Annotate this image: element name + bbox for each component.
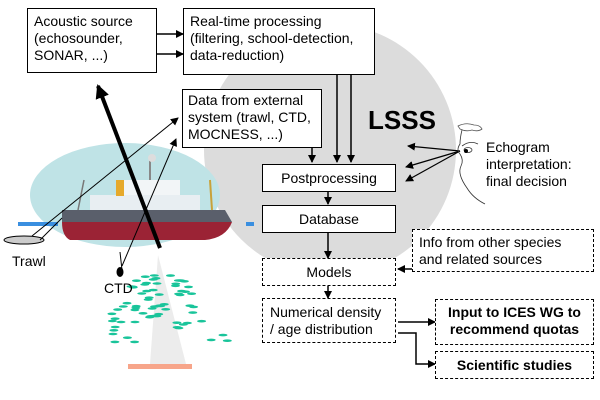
- waterline-left: [18, 222, 58, 226]
- fish: [113, 308, 123, 311]
- fish: [222, 339, 232, 343]
- external-data-box: Data from external system (trawl, CTD, M…: [182, 89, 322, 148]
- fish: [187, 292, 197, 296]
- fish: [177, 289, 187, 293]
- fish: [174, 292, 184, 296]
- fish: [126, 285, 136, 288]
- fish: [184, 285, 193, 289]
- fish: [132, 279, 141, 283]
- ices-input-box: Input to ICES WG to recommend quotas: [435, 299, 594, 345]
- face-sketch-icon: [457, 123, 486, 205]
- external-line-1: Data from external: [188, 92, 304, 108]
- lsss-label: LSSS: [368, 105, 436, 135]
- models-box: Models: [262, 258, 396, 286]
- fish: [130, 340, 140, 344]
- echogram-line-3: final decision: [486, 173, 567, 189]
- fish: [179, 280, 189, 283]
- other-info-line-2: and related sources: [419, 251, 542, 267]
- acoustic-source-box: Acoustic source (echosounder, SONAR, ...…: [27, 8, 157, 73]
- other-info-box: Info from other species and related sour…: [412, 229, 594, 272]
- numerical-line-1: Numerical density: [270, 304, 382, 320]
- scientific-studies-box: Scientific studies: [435, 351, 594, 379]
- external-line-3: MOCNESS, ...): [188, 126, 283, 142]
- numerical-density-box: Numerical density / age distribution: [262, 298, 396, 343]
- fish: [107, 312, 117, 316]
- ices-line-1: Input to ICES WG to: [448, 304, 581, 320]
- fish: [116, 320, 126, 324]
- trawl-label: Trawl: [12, 253, 46, 269]
- ices-line-2: recommend quotas: [449, 321, 580, 337]
- arrow-trawl-to-external: [31, 117, 179, 237]
- fish: [130, 320, 140, 324]
- fish: [143, 298, 153, 301]
- fish: [171, 284, 180, 288]
- arrow-eye-to-post-1: [405, 150, 461, 169]
- fish: [109, 329, 119, 332]
- fish: [171, 282, 181, 286]
- ctd-label: CTD: [104, 280, 133, 296]
- fish: [147, 307, 157, 310]
- arrow-ship-to-acoustic: [95, 84, 162, 249]
- echogram-line-1: Echogram: [486, 139, 550, 155]
- acoustic-source-line-2: (echosounder,: [34, 30, 123, 46]
- realtime-line-3: data-reduction): [190, 47, 285, 63]
- fish: [172, 326, 182, 329]
- fish: [166, 274, 175, 277]
- other-info-line-1: Info from other species: [419, 234, 562, 250]
- fish: [206, 338, 216, 342]
- database-label: Database: [299, 210, 359, 227]
- fish: [130, 308, 140, 312]
- fish-school: [107, 274, 232, 344]
- fish: [197, 319, 207, 323]
- arrow-ctd-to-external: [121, 138, 177, 267]
- fish: [107, 319, 117, 323]
- fish: [144, 296, 154, 300]
- fish: [148, 278, 158, 281]
- fish: [152, 282, 162, 285]
- fish: [218, 333, 228, 337]
- fish: [110, 317, 120, 321]
- fish: [108, 332, 118, 336]
- fish: [161, 308, 171, 311]
- fish: [178, 323, 188, 326]
- fish: [138, 312, 148, 315]
- scientific-studies-label: Scientific studies: [456, 356, 573, 373]
- waterline-right: [246, 222, 254, 226]
- arrow-numerical-to-scientific: [398, 332, 436, 368]
- fish: [149, 274, 159, 277]
- models-label: Models: [306, 263, 352, 280]
- fish: [152, 314, 162, 318]
- echogram-label: Echogram interpretation: final decision: [486, 139, 572, 190]
- fish: [142, 289, 152, 293]
- fish: [118, 305, 128, 308]
- fish: [140, 283, 150, 286]
- echogram-line-2: interpretation:: [486, 156, 572, 172]
- acoustic-source-line-3: SONAR, ...): [34, 47, 108, 63]
- trawl-net: [3, 235, 45, 245]
- numerical-line-2: / age distribution: [270, 321, 373, 337]
- fish: [122, 336, 132, 340]
- realtime-line-2: (filtering, school-detection,: [190, 30, 354, 46]
- seabed: [128, 364, 192, 369]
- fish: [154, 293, 164, 296]
- database-box: Database: [262, 205, 396, 233]
- fish: [188, 311, 198, 314]
- fish: [122, 301, 132, 305]
- external-line-2: system (trawl, CTD,: [188, 109, 311, 125]
- ctd-probe: [116, 267, 124, 277]
- fish: [131, 306, 141, 310]
- postprocessing-box: Postprocessing: [262, 164, 396, 192]
- postprocessing-label: Postprocessing: [281, 169, 377, 186]
- fish: [189, 305, 199, 309]
- realtime-line-1: Real-time processing: [190, 13, 322, 29]
- fish: [110, 325, 120, 329]
- arrow-eye-to-post-2: [405, 150, 461, 182]
- arrow-eye-to-lsss: [407, 142, 461, 152]
- realtime-processing-box: Real-time processing (filtering, school-…: [183, 8, 375, 75]
- fish: [137, 292, 147, 295]
- fish: [172, 321, 182, 325]
- acoustic-source-line-1: Acoustic source: [34, 13, 133, 29]
- fish: [140, 275, 150, 279]
- fish: [110, 340, 120, 344]
